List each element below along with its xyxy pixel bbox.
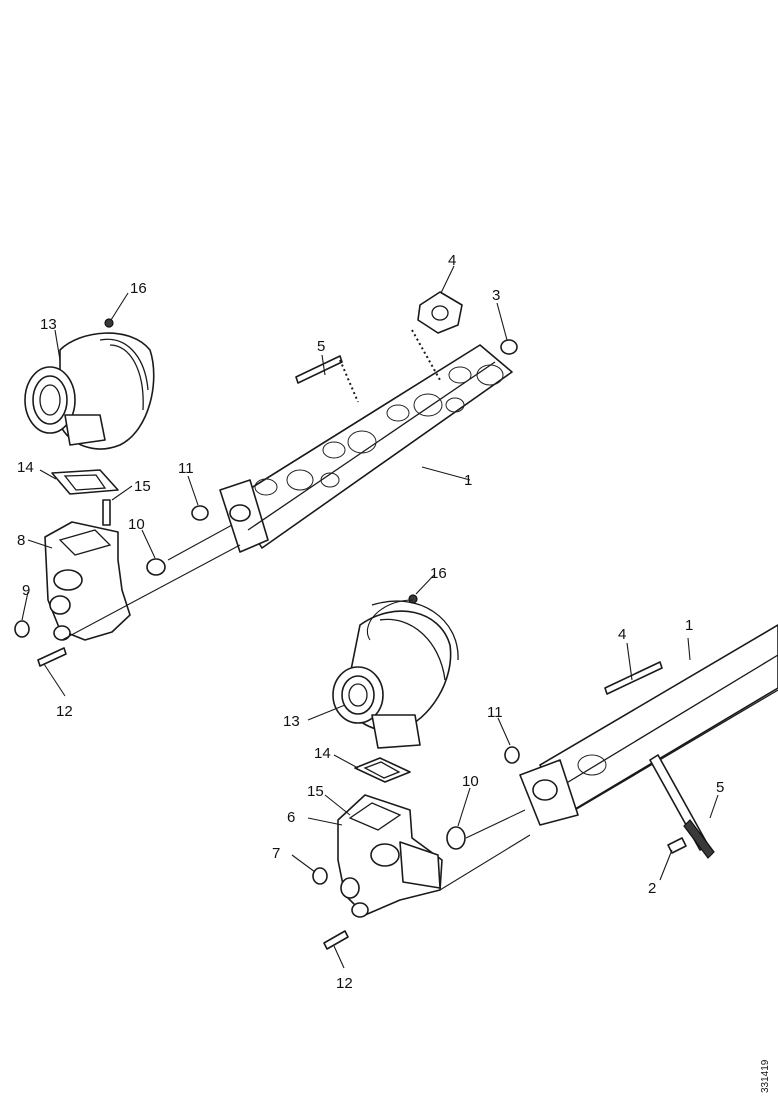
upper-assembly: 1 3 4 5 8 9 10 11 12 13 14 15 16 bbox=[14, 252, 518, 720]
upper-gasket-14 bbox=[51, 469, 119, 495]
upper-callout-1: 1 bbox=[464, 472, 472, 489]
upper-seal-ring-3 bbox=[500, 339, 518, 355]
lower-oring-10 bbox=[446, 826, 466, 850]
upper-callout-14: 14 bbox=[17, 459, 34, 476]
lower-bolt-12 bbox=[323, 930, 349, 950]
upper-oring-10 bbox=[146, 558, 166, 576]
lower-callout-1: 1 bbox=[685, 617, 693, 634]
lower-gasket-14 bbox=[354, 757, 411, 783]
lower-oring-11 bbox=[504, 746, 520, 764]
lower-callout-13: 13 bbox=[283, 713, 300, 730]
lower-exhaust-manifold bbox=[519, 624, 778, 851]
upper-callout-8: 8 bbox=[17, 532, 25, 549]
lower-callout-14: 14 bbox=[314, 745, 331, 762]
upper-nut-9 bbox=[14, 620, 30, 638]
upper-callout-9: 9 bbox=[22, 582, 30, 599]
lower-callout-6: 6 bbox=[287, 809, 295, 826]
lower-callout-5: 5 bbox=[716, 779, 724, 796]
upper-callout-5: 5 bbox=[317, 338, 325, 355]
lower-callout-11: 11 bbox=[487, 704, 503, 721]
upper-exhaust-manifold bbox=[219, 344, 513, 553]
lower-nut-7 bbox=[312, 867, 328, 885]
lower-callout-12: 12 bbox=[336, 975, 353, 992]
upper-stud-15 bbox=[102, 499, 111, 526]
upper-callout-16: 16 bbox=[130, 280, 147, 297]
lower-exhaust-elbow bbox=[337, 794, 443, 918]
upper-gasket-4 bbox=[411, 291, 463, 381]
upper-callout-12: 12 bbox=[56, 703, 73, 720]
lower-callout-2: 2 bbox=[648, 880, 656, 897]
upper-callout-10: 10 bbox=[128, 516, 145, 533]
lower-callout-7: 7 bbox=[272, 845, 280, 862]
lower-callout-4: 4 bbox=[618, 626, 626, 643]
lower-callout-16: 16 bbox=[430, 565, 447, 582]
upper-callout-3: 3 bbox=[492, 287, 500, 304]
lower-assembly: 1 2 4 5 6 7 10 11 12 13 14 15 16 bbox=[272, 565, 778, 992]
upper-callout-11: 11 bbox=[178, 460, 194, 477]
upper-callout-4: 4 bbox=[448, 252, 456, 269]
lower-turbocharger bbox=[332, 594, 459, 749]
upper-callout-13: 13 bbox=[40, 316, 57, 333]
upper-oring-11 bbox=[191, 505, 209, 521]
lower-stud-5 bbox=[683, 819, 715, 859]
upper-exhaust-elbow bbox=[44, 521, 131, 641]
upper-turbocharger bbox=[24, 318, 155, 450]
lower-pin-2 bbox=[667, 837, 687, 854]
lower-callout-10: 10 bbox=[462, 773, 479, 790]
upper-stud-5 bbox=[295, 355, 359, 403]
lower-callout-15: 15 bbox=[307, 783, 324, 800]
upper-callout-15: 15 bbox=[134, 478, 151, 495]
lower-gasket-4 bbox=[604, 661, 663, 695]
figure-reference-number: 331419 bbox=[760, 1059, 771, 1093]
upper-bolt-12 bbox=[37, 647, 67, 667]
